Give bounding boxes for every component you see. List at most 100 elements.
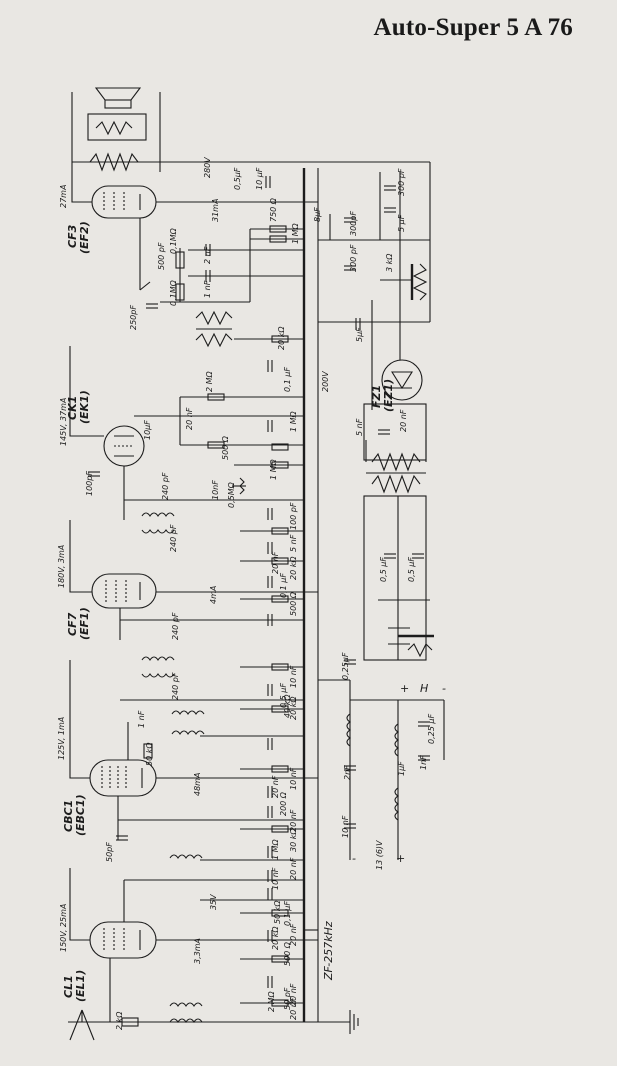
rf-coil (169, 854, 203, 859)
component-c-300pf-b: 300 pF (349, 244, 358, 272)
component-r-50k-b: 50 kΩ (273, 900, 282, 924)
output-transformer (195, 310, 233, 348)
component-c-5uf-b: 5µF (355, 327, 364, 342)
component-c-10nf-e: 10 nF (341, 815, 350, 838)
component-r-20k-d: 20 kΩ (271, 926, 280, 950)
component-c-0-5uf-top: 0,5µF (233, 167, 242, 190)
ck1-grid-current: 48mA (193, 773, 202, 796)
tube-cf3-type: (EL1) (74, 970, 87, 1002)
component-c-2nf: 2 nF (203, 246, 212, 264)
component-c-0-5uf-b: 0,5 µF (407, 557, 416, 582)
tube-cf7-type: (EF1) (78, 607, 91, 640)
component-c-0-1uf-c: 0,1 µF (283, 901, 292, 926)
component-c-0-1uf: 0,1 µF (283, 367, 292, 392)
resistor-capacitor-ladder (88, 172, 430, 1027)
component-r-500: 500 Ω (221, 435, 230, 460)
schematic-title: Auto-Super 5 A 76 (373, 14, 573, 41)
component-r-0-1m-b: 0,1MΩ (169, 279, 178, 306)
tube-cl1-symbol (91, 185, 157, 219)
component-r-20k-b: 20 kΩ (289, 556, 298, 580)
component-r-2m: 2 MΩ (205, 370, 214, 392)
ground-symbol (349, 1010, 359, 1034)
component-c-100pf-b: 100 pF (289, 502, 298, 530)
component-r-500-b: 500 Ω (289, 591, 298, 616)
tube-ck1-name: CBC1 (62, 800, 75, 832)
component-c-500pf: 500 pF (157, 242, 166, 270)
tube-cl1-type: (EF2) (78, 221, 91, 254)
component-c-1nf: 1 nF (203, 280, 212, 298)
tube-cl1-name: CF3 (66, 224, 79, 248)
component-c-20nf-b: 20 nF (399, 409, 408, 432)
cbc1-rating: 145V, 37mA (59, 398, 68, 446)
component-r-0-1m-a: 0,1MΩ (169, 227, 178, 254)
component-r-1m-a: 1 MΩ (291, 222, 300, 244)
component-r-200: 200 Ω (279, 791, 288, 816)
battery-minus-label: - (352, 852, 356, 865)
component-c-300pf-c: 300pF (349, 211, 358, 236)
antenna-coil (169, 1002, 203, 1023)
battery-plus-label: + (396, 852, 405, 865)
tube-cf7-name: CF7 (66, 612, 79, 636)
tube-fz1-name: FZ1 (370, 385, 383, 408)
tube-cbc1-type: (EK1) (78, 390, 91, 424)
component-r-30k: 30 kΩ (289, 828, 298, 852)
cf7-grid-current: 4mA (209, 586, 218, 604)
oscillator-coil (171, 710, 205, 735)
supply-minus-label: - (442, 682, 446, 695)
component-c-10uf-top: 10 µF (255, 167, 264, 190)
tube-cbc1-symbol (103, 425, 145, 467)
cl1-grid-current: 31mA (211, 199, 220, 222)
component-r-20k-a: 20 kΩ (277, 326, 286, 350)
component-c-300pf-a: 300 pF (397, 168, 406, 196)
component-r-1m-c: 1 MΩ (269, 458, 278, 480)
component-c-20nf-e: 20 nF (289, 809, 298, 832)
component-c-0-1uf-b: 0,1 µF (279, 573, 288, 598)
component-c-240pf-a: 240 pF (161, 472, 170, 500)
component-r-2k: 2 kΩ (115, 1011, 124, 1030)
component-pot-0-5m: 0,5MΩ (227, 481, 236, 508)
component-r-750: 750 Ω (269, 197, 278, 222)
battery-voltage-label: 13 (6)V (375, 840, 384, 870)
component-c-20nf: 20 nF (185, 407, 194, 430)
tube-cf7-symbol (91, 573, 157, 609)
component-c-240pf-d: 240 pF (171, 672, 180, 700)
filter-choke (410, 263, 428, 301)
cf3-rating: 150V, 25mA (59, 904, 68, 952)
antenna-symbol (69, 1009, 95, 1041)
tube-cf3-symbol (89, 921, 157, 959)
component-c-10nf-b: 10 nF (289, 665, 298, 688)
component-r-40k: 40 kΩ (283, 694, 292, 718)
supply-h-label: H (420, 682, 428, 695)
voltage-280v: 280V (203, 157, 212, 178)
voltage-200v: 200V (321, 371, 330, 392)
tube-fz1-symbol (381, 359, 423, 401)
component-c-2nf-b: 2nF (343, 765, 352, 780)
if-transformer-2 (141, 656, 175, 678)
component-r-3k: 3 kΩ (385, 253, 394, 272)
component-c-1nf-b: 1 nF (137, 710, 146, 728)
component-c-0-5uf-a: 0,5 µF (379, 557, 388, 582)
component-c-240pf-c: 240 pF (171, 612, 180, 640)
component-c-10nf: 10nF (211, 480, 220, 500)
component-c-20nf-h: 20 nF (289, 983, 298, 1006)
component-r-2m-b: 2 MΩ (267, 990, 276, 1012)
cf7-rating: 180V, 3mA (57, 545, 66, 588)
component-c-20nf-f: 20 nF (289, 857, 298, 880)
component-r-1m-d: 1 MΩ (271, 838, 280, 860)
if-transformer-1 (141, 512, 175, 534)
power-transformer (365, 440, 427, 494)
loudspeaker-symbol (71, 87, 161, 172)
voltage-35v: 35V (209, 894, 218, 910)
component-r-20k-c: 20 kΩ (289, 696, 298, 720)
tube-fz1-type: (EZ1) (382, 379, 395, 412)
component-c-10uf-b: 10µF (143, 420, 152, 440)
component-r-1m-b: 1 MΩ (289, 410, 298, 432)
cl1-rating: 27mA (59, 185, 68, 208)
component-c-5nf: 5 nF (289, 534, 298, 552)
component-c-50pf: 50pF (105, 842, 114, 862)
component-c-250pf: 250pF (129, 305, 138, 330)
component-c-1nf-c: 1nF (419, 755, 428, 770)
component-c-5nf-b: 5 nF (355, 418, 364, 436)
